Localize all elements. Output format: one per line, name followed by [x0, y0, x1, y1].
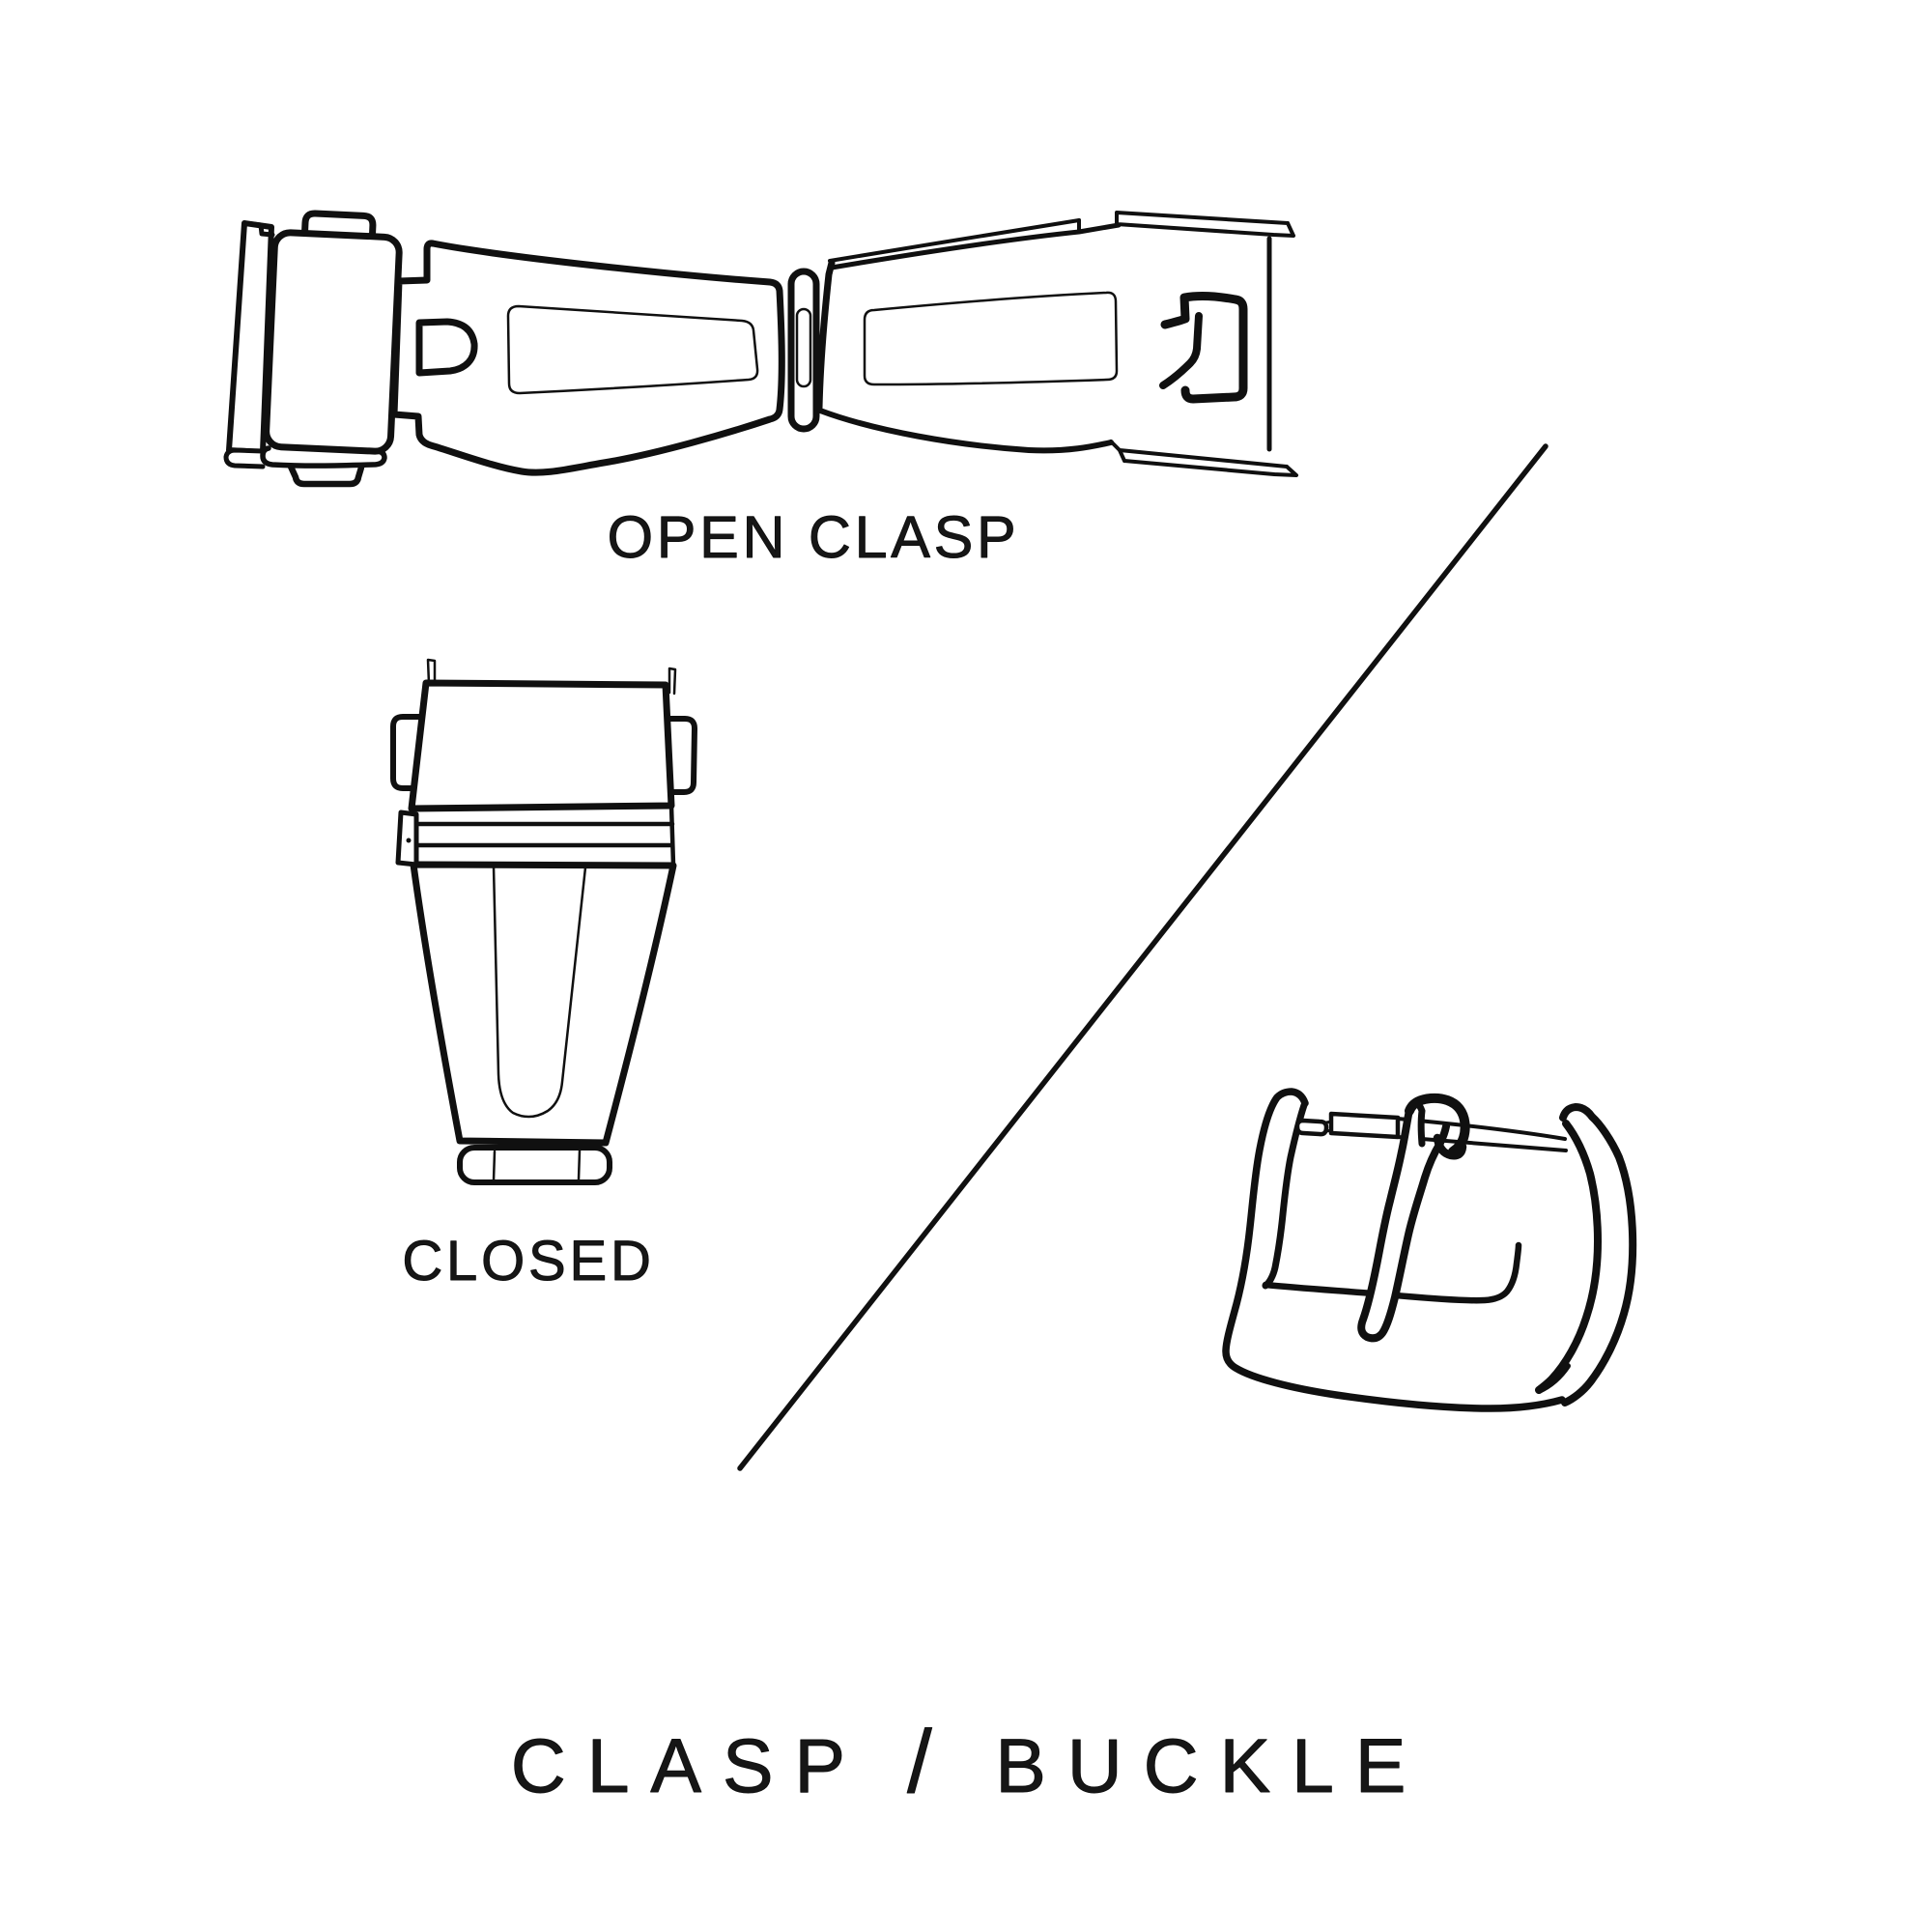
svg-text:OPEN CLASP: OPEN CLASP	[608, 504, 1020, 570]
svg-text:CLASP / BUCKLE: CLASP / BUCKLE	[511, 1713, 1427, 1811]
svg-text:CLOSED: CLOSED	[402, 1230, 654, 1293]
